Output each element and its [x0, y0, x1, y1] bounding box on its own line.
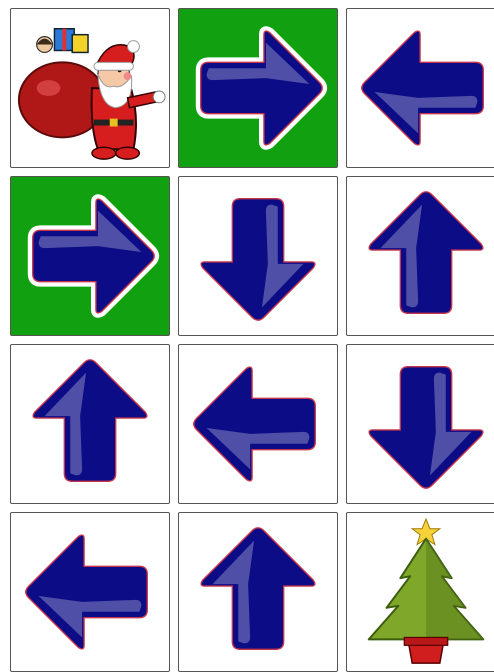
cell-r1c3[interactable]: [346, 8, 494, 168]
cell-r4c1[interactable]: [10, 512, 170, 672]
arrow-up-icon: [11, 345, 169, 503]
arrow-left-icon: [11, 513, 169, 671]
arrow-left-icon: [179, 345, 337, 503]
cell-r4c2[interactable]: [178, 512, 338, 672]
cell-r3c2[interactable]: [178, 344, 338, 504]
arrow-right-icon: [179, 9, 337, 167]
santa-icon: [11, 9, 169, 167]
cell-r2c3[interactable]: [346, 176, 494, 336]
cell-r1c1[interactable]: [10, 8, 170, 168]
christmas-tree-icon: [347, 513, 494, 671]
arrow-up-icon: [179, 513, 337, 671]
cell-r4c3[interactable]: [346, 512, 494, 672]
cell-r2c1[interactable]: [10, 176, 170, 336]
arrow-down-icon: [347, 345, 494, 503]
cell-r3c3[interactable]: [346, 344, 494, 504]
cell-r1c2[interactable]: [178, 8, 338, 168]
cell-r2c2[interactable]: [178, 176, 338, 336]
arrow-left-icon: [347, 9, 494, 167]
cell-r3c1[interactable]: [10, 344, 170, 504]
arrow-right-icon: [11, 177, 169, 335]
arrow-down-icon: [179, 177, 337, 335]
arrow-up-icon: [347, 177, 494, 335]
